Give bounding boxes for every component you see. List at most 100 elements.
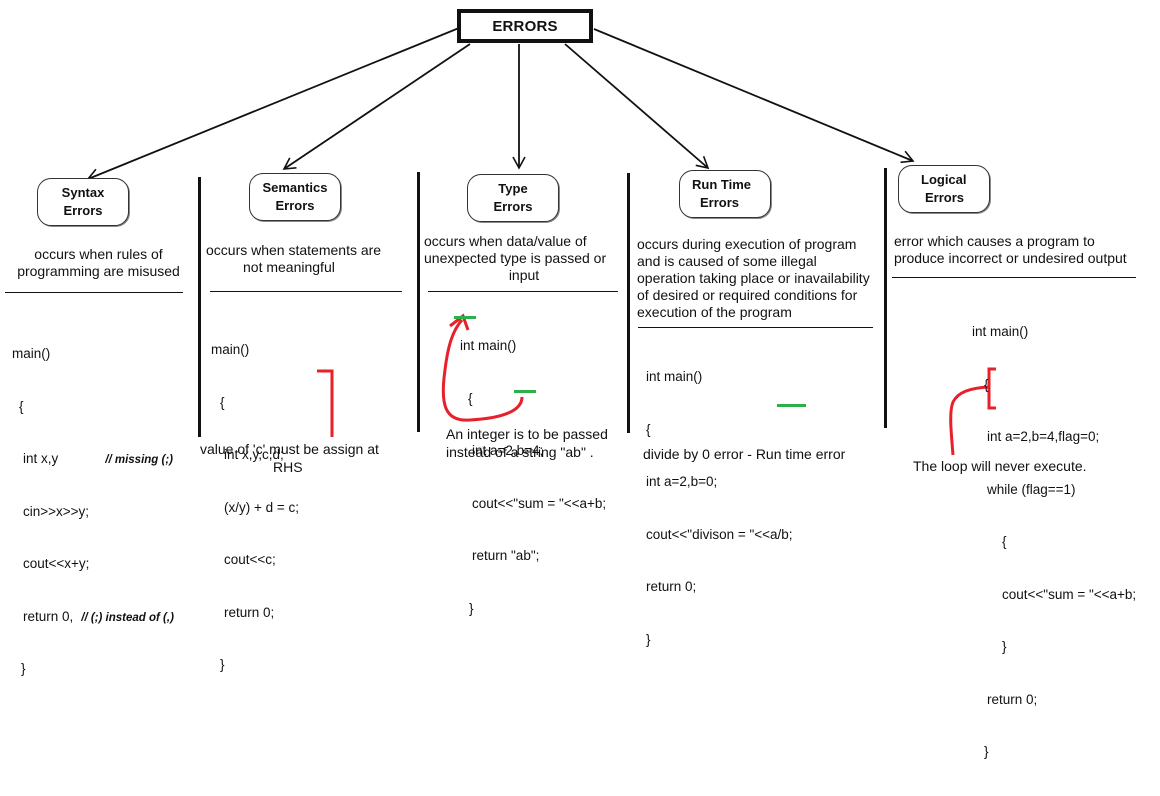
code-line: cout<<"sum = "<<a+b; [1002, 586, 1137, 602]
syntax-code-block: main() { int x,y // missing (;) cin>>x>>y… [12, 310, 174, 713]
node-semantics-errors: Semantics Errors [249, 173, 341, 221]
description-line: and is caused of some illegal [637, 253, 817, 269]
description-line: input [508, 267, 540, 283]
logical-description: error which causes a program to produce … [894, 233, 1127, 267]
code-line: main() [12, 346, 51, 361]
code-line: { [984, 376, 989, 392]
code-line: cout<<"divison = "<<a/b; [646, 526, 793, 542]
code-line: cout<<x+y; [23, 556, 90, 571]
logical-note: The loop will never execute. [913, 457, 1087, 475]
description-line: execution of the program [637, 304, 792, 320]
node-title-line: Errors [275, 198, 315, 213]
node-logical-errors: Logical Errors [898, 165, 990, 213]
separator [428, 291, 618, 292]
node-title-line: Run Time [692, 177, 751, 192]
separator [210, 291, 402, 292]
note-line: The loop will never execute. [913, 458, 1087, 474]
code-line: { [468, 390, 473, 406]
node-title-line: Type [498, 181, 528, 196]
root-node-errors: ERRORS [457, 9, 593, 43]
code-line: } [984, 744, 989, 759]
semantics-description: occurs when statements are not meaningfu… [206, 242, 381, 276]
code-line: int a=2,b=4,flag=0; [987, 429, 1100, 444]
code-line: { [19, 398, 24, 414]
type-note: An integer is to be passed instead of a … [446, 425, 608, 461]
separator [892, 277, 1136, 278]
code-line: main() [211, 342, 250, 357]
code-line: int main() [460, 338, 517, 353]
semantics-code-block: main() { int x,y,c,d; (x/y) + d = c; cou… [211, 306, 299, 709]
code-line: } [469, 600, 474, 616]
node-type-errors: Type Errors [467, 174, 559, 222]
code-line: { [646, 421, 651, 437]
code-line: cout<<c; [224, 552, 276, 567]
code-comment: // missing (;) [105, 454, 173, 466]
divider [417, 172, 420, 432]
description-line: not meaningful [243, 259, 335, 275]
connector-layer [86, 27, 996, 456]
errors-diagram: ERRORS Syntax Errors occurs when rules o… [5, 9, 1136, 759]
description-line: produce incorrect or undesired output [894, 250, 1127, 266]
type-red-curved-arrow [441, 318, 524, 422]
code-line: int main() [646, 369, 703, 384]
divider [627, 173, 630, 433]
code-line: } [21, 661, 26, 676]
logical-red-connector [949, 385, 990, 456]
code-line: return 0; [987, 691, 1038, 707]
root-label: ERRORS [492, 17, 558, 35]
semantics-red-bracket [317, 369, 334, 437]
node-title-line: Syntax [61, 185, 105, 200]
arrow-to-logical [593, 28, 915, 164]
code-line: int x,y,c,d; [224, 447, 284, 462]
arrow-to-syntax [86, 27, 460, 182]
type-code-block: int main() { int a=2,b=4; cout<<"sum = "… [460, 302, 606, 652]
semantics-note: value of 'c' must be assign at RHS [200, 440, 390, 476]
code-text: return 0, [23, 608, 74, 624]
code-line: } [220, 657, 225, 672]
code-line: (x/y) + d = c; [224, 499, 300, 515]
note-line: An integer is to be passed [446, 426, 608, 442]
runtime-code-block: int main() { int a=2,b=0; cout<<"divison… [646, 333, 793, 683]
type-int-underline [454, 316, 476, 319]
type-description: occurs when data/value of unexpected typ… [424, 233, 624, 284]
syntax-description: occurs when rules of programming are mis… [6, 246, 191, 280]
code-line: int x,y // missing (;) [12, 450, 174, 468]
note-line: value of 'c' must be assign at [200, 441, 379, 457]
node-title-line: Errors [63, 203, 103, 218]
logical-code-block: int main() { int a=2,b=4,flag=0; while (… [972, 288, 1136, 796]
code-line: { [1002, 534, 1007, 549]
code-line: cout<<"sum = "<<a+b; [472, 495, 607, 511]
code-line: int main() [972, 324, 1029, 339]
code-line: cin>>x>>y; [23, 503, 90, 519]
separator [638, 327, 873, 328]
runtime-note: divide by 0 error - Run time error [643, 445, 845, 463]
separator [5, 292, 183, 293]
divider [198, 177, 201, 437]
description-line: error which causes a program to [894, 233, 1095, 249]
description-line: occurs when rules of [34, 246, 163, 262]
code-line: return 0; [224, 604, 275, 620]
type-ab-underline [514, 390, 536, 393]
code-line: int a=2,b=0; [646, 474, 718, 489]
code-line: } [1002, 639, 1007, 654]
code-line: } [646, 631, 651, 647]
description-line: operation taking place or inavailability [637, 270, 870, 286]
arrow-to-runtime [564, 43, 710, 170]
description-line: of desired or required conditions for [637, 287, 858, 303]
arrow-to-semantics [282, 43, 471, 170]
node-runtime-errors: Run Time Errors [679, 170, 771, 218]
node-title-line: Logical [921, 172, 967, 187]
code-line: int a=2,b=4; [472, 443, 544, 458]
code-line: while (flag==1) [987, 481, 1076, 497]
divider [884, 168, 887, 428]
note-line: RHS [273, 459, 303, 475]
note-line: divide by 0 error - Run time error [643, 446, 846, 462]
description-line: occurs during execution of program [637, 236, 857, 252]
node-title-line: Semantics [262, 180, 328, 195]
code-text: int x,y [23, 451, 59, 466]
description-line: occurs when data/value of [424, 233, 587, 249]
description-line: programming are misused [17, 263, 180, 279]
description-line: unexpected type is passed or [424, 250, 607, 266]
code-line: return 0; [646, 579, 697, 594]
code-line: return 0,// (;) instead of (,) [12, 608, 174, 626]
